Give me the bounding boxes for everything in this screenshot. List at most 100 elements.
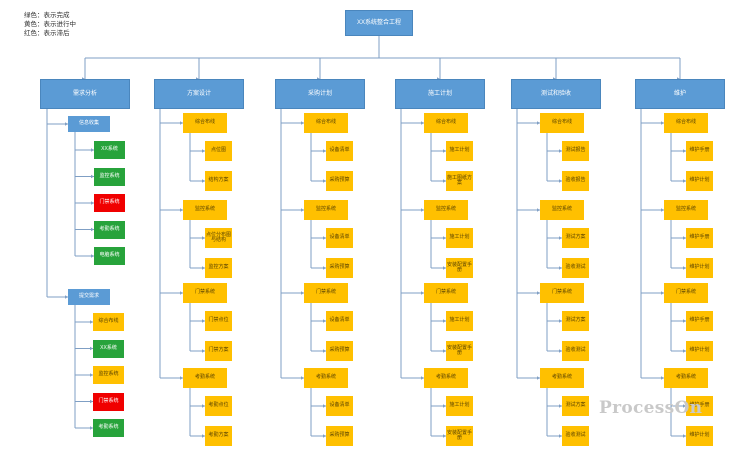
group-node[interactable]: 考勤系统 (424, 368, 468, 388)
arrowhead (91, 254, 94, 258)
item-node[interactable]: 设备清单 (326, 141, 353, 161)
item-node[interactable]: 采购预算 (326, 258, 353, 278)
item-node[interactable]: 结构方案 (205, 171, 232, 191)
arrowhead (421, 208, 424, 212)
arrowhead (323, 349, 326, 353)
group-node[interactable]: 考勤系统 (304, 368, 348, 388)
item-node[interactable]: 施工图纸方案 (446, 171, 473, 191)
item-node[interactable]: 验收测试 (562, 258, 589, 278)
item-node[interactable]: 电脑系统 (94, 247, 125, 265)
item-node[interactable]: 测试方案 (562, 311, 589, 331)
arrowhead (301, 376, 304, 380)
phase-node[interactable]: 需求分析 (40, 79, 130, 109)
item-node[interactable]: 监控系统 (93, 366, 124, 384)
arrowhead (202, 349, 205, 353)
item-node[interactable]: 门禁系统 (94, 194, 125, 212)
item-node[interactable]: 验收报告 (562, 171, 589, 191)
item-node[interactable]: 测试报告 (562, 141, 589, 161)
group-node[interactable]: 监控系统 (183, 200, 227, 220)
group-node[interactable]: 门禁系统 (664, 283, 708, 303)
phase-node[interactable]: 采购计划 (275, 79, 365, 109)
arrowhead (323, 434, 326, 438)
item-node[interactable]: 施工计划 (446, 311, 473, 331)
item-node[interactable]: 门禁点位 (205, 311, 232, 331)
item-node[interactable]: 考勤系统 (94, 220, 125, 239)
item-node[interactable]: XX系统 (93, 339, 124, 358)
item-node[interactable]: 点位图 (205, 141, 232, 161)
arrowhead (537, 208, 540, 212)
item-node[interactable]: XX系统 (94, 141, 125, 159)
phase-node[interactable]: 维护 (635, 79, 725, 109)
group-node[interactable]: 门禁系统 (183, 283, 227, 303)
group-node[interactable]: 综合布线 (424, 113, 468, 133)
item-node[interactable]: 门禁方案 (205, 341, 232, 361)
group-node[interactable]: 考勤系统 (540, 368, 584, 388)
arrowhead (202, 266, 205, 270)
item-node[interactable]: 维护计划 (686, 258, 713, 278)
item-node[interactable]: 维护计划 (686, 426, 713, 446)
group-node[interactable]: 信息收集 (68, 116, 110, 132)
item-node[interactable]: 安装配置手册 (446, 426, 473, 446)
item-node[interactable]: 安装配置手册 (446, 341, 473, 361)
group-node[interactable]: 监控系统 (540, 200, 584, 220)
item-node[interactable]: 验收测试 (562, 341, 589, 361)
item-node[interactable]: 施工计划 (446, 396, 473, 416)
group-node[interactable]: 门禁系统 (540, 283, 584, 303)
item-node[interactable]: 监控系统 (94, 167, 125, 186)
item-node[interactable]: 考勤方案 (205, 426, 232, 446)
group-node[interactable]: 监控系统 (664, 200, 708, 220)
arrowhead (443, 434, 446, 438)
arrowhead (301, 121, 304, 125)
arrowhead (559, 349, 562, 353)
group-node[interactable]: 提交需求 (68, 289, 110, 305)
item-node[interactable]: 采购预算 (326, 341, 353, 361)
item-node[interactable]: 维护手册 (686, 228, 713, 248)
item-node[interactable]: 施工计划 (446, 141, 473, 161)
group-node[interactable]: 综合布线 (183, 113, 227, 133)
arrowhead (421, 121, 424, 125)
arrowhead (683, 319, 686, 323)
item-node[interactable]: 采购预算 (326, 171, 353, 191)
phase-node[interactable]: 方案设计 (154, 79, 244, 109)
item-node[interactable]: 测试方案 (562, 228, 589, 248)
item-node[interactable]: 测试方案 (562, 396, 589, 416)
item-node[interactable]: 采购预算 (326, 426, 353, 446)
item-node[interactable]: 维护手册 (686, 396, 713, 416)
group-node[interactable]: 监控系统 (304, 200, 348, 220)
arrowhead (202, 434, 205, 438)
item-node[interactable]: 维护计划 (686, 341, 713, 361)
legend-yellow: 黄色：表示进行中 (24, 21, 76, 28)
item-node[interactable]: 门禁系统 (93, 392, 124, 411)
group-node[interactable]: 监控系统 (424, 200, 468, 220)
group-node[interactable]: 综合布线 (540, 113, 584, 133)
item-node[interactable]: 设备清单 (326, 228, 353, 248)
root-node[interactable]: XX系统整合工程 (345, 10, 413, 36)
item-node[interactable]: 考勤系统 (93, 419, 124, 437)
processon-watermark: ProcessOn (599, 398, 703, 418)
item-node[interactable]: 监控方案 (205, 258, 232, 278)
arrowhead (323, 266, 326, 270)
group-node[interactable]: 综合布线 (664, 113, 708, 133)
legend-green: 绿色：表示完成 (24, 12, 70, 19)
item-node[interactable]: 点位分布图与结构 (205, 228, 232, 248)
arrowhead (559, 179, 562, 183)
group-node[interactable]: 门禁系统 (424, 283, 468, 303)
item-node[interactable]: 验收测试 (562, 426, 589, 446)
group-node[interactable]: 考勤系统 (183, 368, 227, 388)
item-node[interactable]: 设备清单 (326, 396, 353, 416)
group-node[interactable]: 考勤系统 (664, 368, 708, 388)
phase-node[interactable]: 施工计划 (395, 79, 485, 109)
item-node[interactable]: 维护手册 (686, 141, 713, 161)
item-node[interactable]: 维护计划 (686, 171, 713, 191)
item-node[interactable]: 设备清单 (326, 311, 353, 331)
group-node[interactable]: 门禁系统 (304, 283, 348, 303)
arrowhead (180, 208, 183, 212)
item-node[interactable]: 维护手册 (686, 311, 713, 331)
item-node[interactable]: 考勤点位 (205, 396, 232, 416)
item-node[interactable]: 安装配置手册 (446, 258, 473, 278)
phase-node[interactable]: 测试和验收 (511, 79, 601, 109)
item-node[interactable]: 施工计划 (446, 228, 473, 248)
group-node[interactable]: 综合布线 (304, 113, 348, 133)
item-node[interactable]: 综合布线 (93, 313, 124, 331)
